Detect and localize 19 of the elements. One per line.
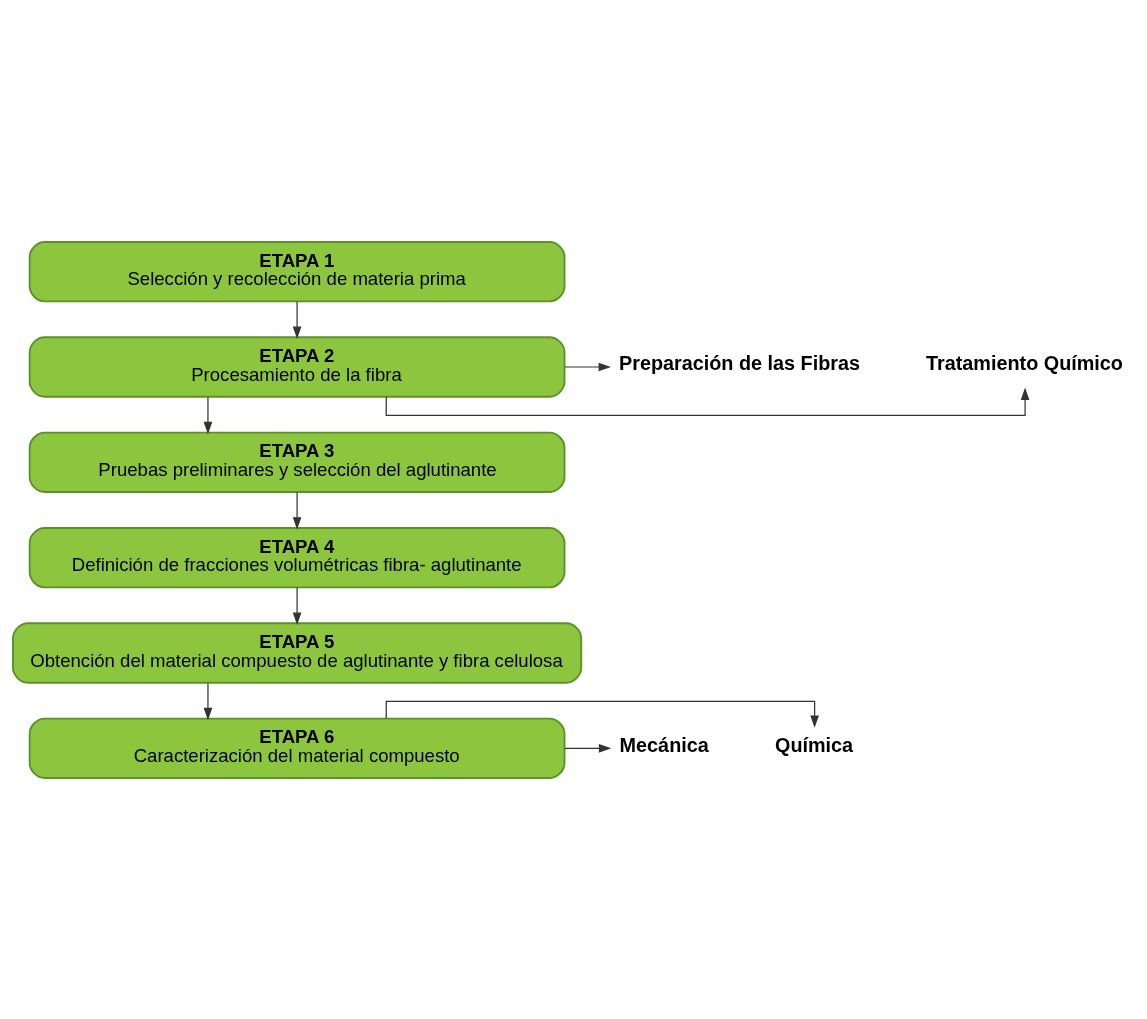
node-box: ETAPA 1 Selección y recolección de materia prima [28,240,566,302]
arrow [203,396,213,434]
node-box: ETAPA 5 Obtención del material compuesto de aglutinante y fibra celulosa [12,621,583,684]
arrow [203,682,213,720]
node-text: Química [775,733,854,756]
arrow [385,700,819,728]
node-box: ETAPA 6 Caracterización del material compuesto [28,717,566,779]
node-box: ETAPA 4 Definición de fracciones volumétricas fibra- aglutinante [28,526,566,588]
node-text: Mecánica [619,733,709,756]
node-text: Preparación de las Fibras [619,351,860,374]
arrow [564,743,612,753]
node-box: ETAPA 3 Pruebas preliminares y selección del aglutinante [28,431,566,493]
arrow [292,586,302,625]
node-text: Tratamiento Químico [926,351,1123,374]
arrow [292,491,302,530]
arrow [564,362,611,371]
arrow [292,300,302,339]
arrow [385,387,1030,416]
node-box: ETAPA 2 Procesamiento de la fibra [28,335,566,398]
